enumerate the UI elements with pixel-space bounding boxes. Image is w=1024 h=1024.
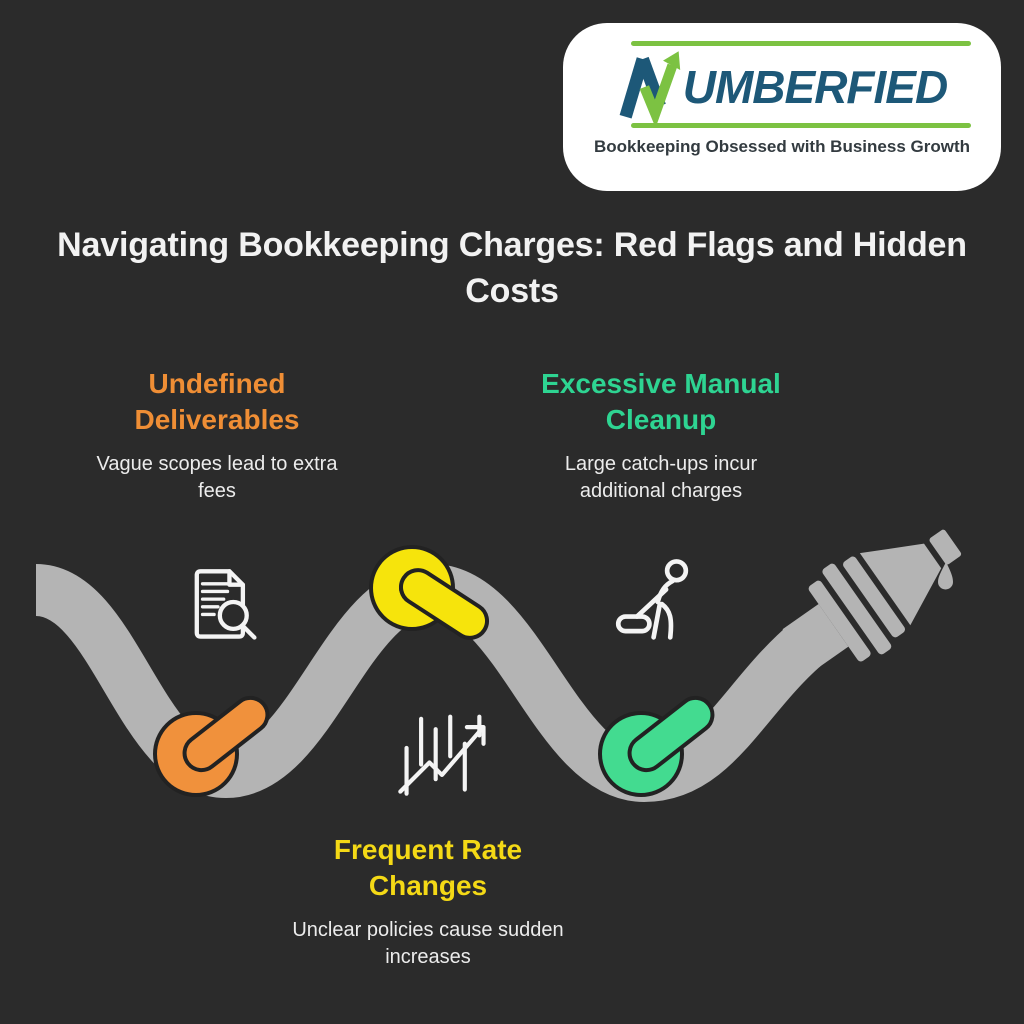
drip-icon [938,562,953,590]
document-search-icon [194,569,257,640]
logo-tagline: Bookkeeping Obsessed with Business Growt… [594,137,970,156]
brand-wordmark: UMBERFIED [682,61,948,113]
green-knot-icon [598,695,715,797]
section-excessive-manual-cleanup: Excessive Manual Cleanup Large catch-ups… [521,366,801,505]
section-heading: Frequent Rate Changes [333,834,523,901]
person-vacuum-icon [615,559,689,640]
section-undefined-deliverables: Undefined Deliverables Vague scopes lead… [77,366,357,505]
orange-knot-icon [153,695,270,797]
section-description: Unclear policies cause sudden increases [292,919,564,968]
logo-bottom-rule [631,123,971,128]
logo-top-rule [631,41,971,46]
section-heading: Excessive Manual Cleanup [541,368,781,435]
yellow-knot-icon [369,545,489,640]
section-frequent-rate-changes: Frequent Rate Changes Unclear policies c… [288,832,568,971]
logo-card: UMBERFIED Bookkeeping Obsessed with Busi… [563,23,1001,191]
section-heading: Undefined Deliverables [134,368,300,435]
section-description: Large catch-ups incur additional charges [564,453,758,502]
nozzle-icon [782,529,962,672]
section-description: Vague scopes lead to extra fees [96,453,338,502]
brand-row: UMBERFIED [563,51,1001,123]
numberfied-n-arrow-icon [619,51,680,123]
rate-chart-icon [398,714,486,796]
page-title: Navigating Bookkeeping Charges: Red Flag… [57,226,967,310]
